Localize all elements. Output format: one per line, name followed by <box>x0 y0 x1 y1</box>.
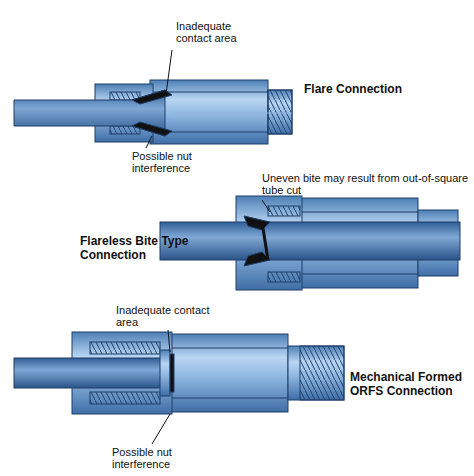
connection-title: Flareless Bite Type Connection <box>80 234 200 262</box>
callout-text: Uneven bite may result from out-of-squar… <box>262 172 470 196</box>
callout-text: Inadequate contact area <box>116 304 216 328</box>
connection-title: Flare Connection <box>304 82 434 96</box>
callout-text: Possible nut interference <box>132 150 222 174</box>
callout-text: Inadequate contact area <box>176 20 266 44</box>
callout-text: Possible nut interference <box>112 446 222 470</box>
connection-title: Mechanical Formed ORFS Connection <box>350 370 465 398</box>
